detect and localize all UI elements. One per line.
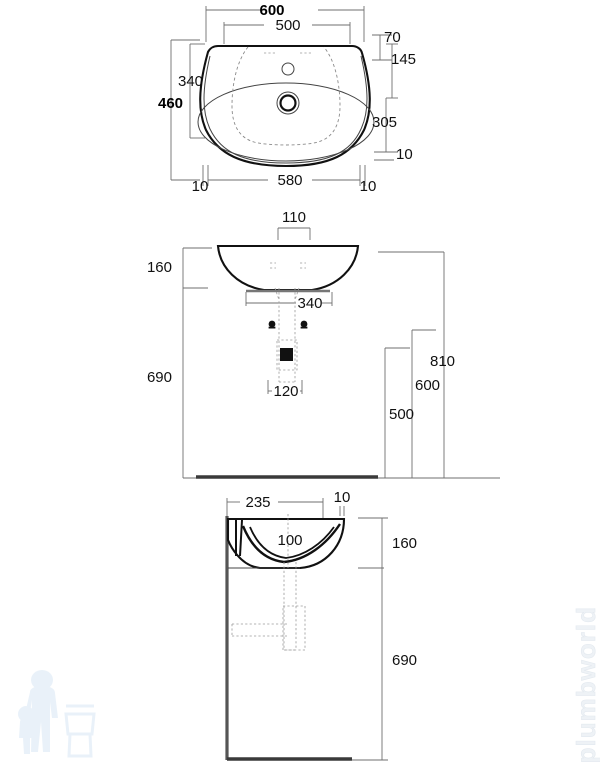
fixing-bolt-left: [268, 320, 276, 329]
front-dim-160: 160: [147, 259, 172, 276]
front-tap-marker-right: [300, 262, 306, 269]
side-view-group: 235 10 100 160 690: [225, 489, 417, 761]
top-dim-460: 460: [158, 95, 183, 112]
waste-pipe-hidden: [278, 288, 296, 383]
basin-side-bowl-curve: [241, 523, 341, 564]
watermark-plumber-logo: [18, 670, 96, 758]
fixing-bolt-right: [300, 320, 308, 329]
basin-underside-hidden-outline: [231, 46, 341, 146]
side-dim-10: 10: [334, 489, 351, 506]
front-dim-110: 110: [282, 209, 306, 226]
waste-outlet-outer: [276, 91, 300, 115]
front-dim-340: 340: [297, 295, 322, 312]
front-tap-marker-left: [270, 262, 276, 269]
top-dim-10-right-bottom: 10: [360, 178, 377, 195]
top-dim-580: 580: [277, 172, 302, 189]
waste-plug-marker: [280, 348, 293, 361]
trap-body-hidden: [276, 339, 298, 371]
waste-outlet-inner: [279, 94, 297, 112]
top-dim-145: 145: [391, 51, 416, 68]
top-view-dimension-lines: [170, 6, 398, 186]
side-dim-100: 100: [277, 532, 302, 549]
side-bracket-hidden: [231, 623, 288, 637]
basin-front-outline: [216, 244, 360, 292]
watermark-brand-text: plumbworld: [571, 605, 600, 763]
basin-side-bowl-curve-inner: [249, 526, 335, 559]
side-dim-690: 690: [392, 652, 417, 669]
tap-hole: [281, 62, 295, 76]
front-dim-500: 500: [389, 406, 414, 423]
side-dim-235: 235: [245, 494, 270, 511]
side-trap-hidden: [282, 605, 306, 651]
front-dim-810: 810: [430, 353, 455, 370]
top-dim-500: 500: [275, 17, 300, 34]
top-dim-10-left-bottom: 10: [192, 178, 209, 195]
basin-side-back-rim: [235, 519, 243, 557]
front-dim-600: 600: [415, 377, 440, 394]
waste-pipe-flare-hidden: [274, 287, 300, 301]
top-dim-340: 340: [178, 73, 203, 90]
front-view-group: 110 160 340 690 120 500 600 810: [147, 209, 500, 479]
front-dim-120: 120: [273, 383, 298, 400]
top-dim-70: 70: [384, 29, 401, 46]
top-view-group: 600 500 340 460 70 145 305 10 10 580 10: [158, 2, 416, 195]
basin-rim-inner-line: [203, 55, 368, 164]
basin-plan-outline: [199, 44, 371, 168]
front-dim-690: 690: [147, 369, 172, 386]
top-dim-305: 305: [372, 114, 397, 131]
top-dim-10-right: 10: [396, 146, 413, 163]
side-dim-160: 160: [392, 535, 417, 552]
basin-bowl-ellipse: [197, 82, 375, 162]
side-waste-pipe-hidden: [283, 562, 297, 651]
top-dim-600: 600: [259, 2, 284, 19]
